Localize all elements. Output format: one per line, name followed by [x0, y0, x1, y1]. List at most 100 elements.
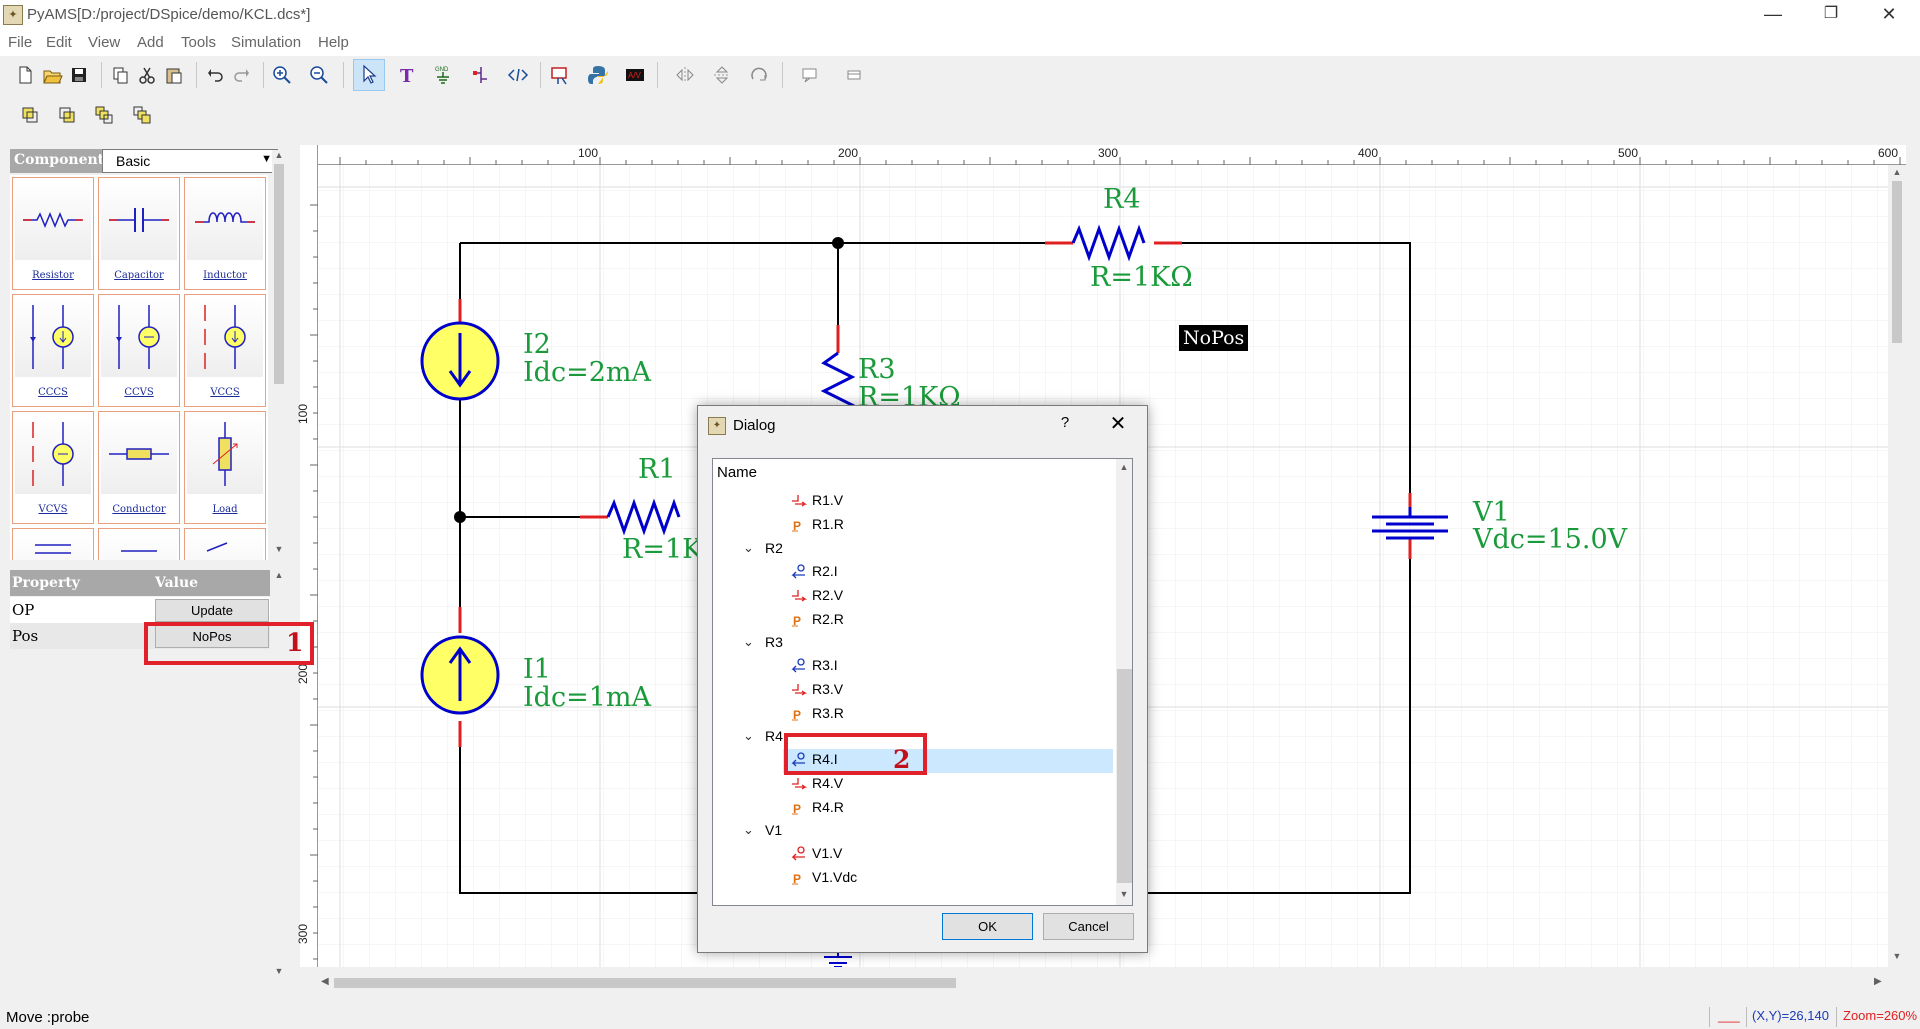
probe-nopos-label[interactable]: NoPos — [1179, 325, 1249, 351]
menu-add[interactable]: Add — [137, 34, 164, 51]
component-conductor[interactable]: Conductor — [98, 411, 180, 524]
menu-tools[interactable]: Tools — [181, 34, 217, 51]
redo-icon[interactable] — [228, 61, 256, 89]
scroll-thumb[interactable] — [334, 978, 956, 988]
select-pointer-icon[interactable] — [353, 59, 385, 91]
dialog-close-button[interactable]: ✕ — [1109, 413, 1127, 435]
menu-view[interactable]: View — [88, 34, 121, 51]
scroll-up-icon: ▲ — [1119, 462, 1129, 472]
r1-value-label: R=1K — [622, 534, 703, 565]
undo-icon[interactable] — [201, 61, 229, 89]
tree-item[interactable]: P R2.R — [713, 609, 1113, 633]
component-label: Load — [212, 504, 238, 515]
scroll-thumb[interactable] — [1117, 669, 1132, 883]
tree-scrollbar[interactable]: ▲ ▼ — [1116, 459, 1132, 905]
tree-item[interactable]: P R4.R — [713, 797, 1113, 821]
scroll-thumb[interactable] — [1892, 181, 1902, 343]
paste-icon[interactable] — [160, 61, 188, 89]
update-button[interactable]: Update — [155, 599, 269, 622]
property-scrollbar[interactable]: ▲ ▼ — [272, 570, 286, 980]
transformer-icon — [15, 531, 91, 560]
send-backward-icon[interactable] — [128, 101, 156, 129]
new-file-icon[interactable] — [11, 61, 39, 89]
tree-item[interactable]: V1.V — [713, 843, 1113, 867]
comment-icon[interactable] — [796, 61, 824, 89]
voltage-source-v1[interactable] — [1372, 493, 1448, 559]
scroll-down-icon: ▼ — [1119, 889, 1129, 899]
property-row-op: OP Update — [10, 597, 270, 623]
bring-forward-icon[interactable] — [90, 101, 118, 129]
tree-item[interactable]: R2.I — [713, 561, 1113, 585]
open-folder-icon[interactable] — [38, 61, 66, 89]
simulate-icon[interactable]: A/V — [621, 61, 649, 89]
tree-item[interactable]: R3.I — [713, 655, 1113, 679]
ok-button[interactable]: OK — [942, 913, 1033, 940]
flip-horizontal-icon[interactable] — [671, 61, 699, 89]
canvas-horizontal-scrollbar[interactable]: ◀ ▶ — [318, 975, 1888, 991]
tree-item[interactable]: P V1.Vdc — [713, 867, 1113, 891]
layout-icon[interactable] — [840, 61, 868, 89]
component-load[interactable]: Load — [184, 411, 266, 524]
component-inductor[interactable]: Inductor — [184, 177, 266, 290]
probe-icon[interactable] — [546, 61, 574, 89]
current-source-i2[interactable] — [420, 299, 500, 401]
component-cccs[interactable]: CCCS — [12, 294, 94, 407]
component-vcvs[interactable]: VCVS — [12, 411, 94, 524]
bring-front-icon[interactable] — [16, 101, 44, 129]
library-select[interactable]: Basic ▼ — [102, 149, 278, 173]
rotate-icon[interactable] — [745, 61, 773, 89]
component-label: Capacitor — [114, 270, 164, 281]
text-tool-icon[interactable]: T — [392, 61, 420, 89]
save-icon[interactable] — [65, 61, 93, 89]
scroll-thumb[interactable] — [274, 164, 284, 384]
zoom-in-icon[interactable] — [268, 61, 296, 89]
current-source-i1[interactable] — [420, 607, 500, 747]
tree-group-r3[interactable]: ⌄ R3 — [713, 632, 1113, 656]
component-vccs[interactable]: VCCS — [184, 294, 266, 407]
port-icon[interactable] — [467, 61, 495, 89]
toolbar-separator — [540, 62, 541, 88]
tree-item[interactable]: R2.V — [713, 585, 1113, 609]
component-more[interactable] — [98, 528, 180, 560]
tree-group-r4[interactable]: ⌄ R4 — [713, 726, 1113, 750]
tree-item[interactable]: P R1.R — [713, 514, 1113, 538]
python-icon[interactable] — [584, 61, 612, 89]
canvas-vertical-scrollbar[interactable]: ▲ ▼ — [1888, 165, 1906, 967]
zoom-out-icon[interactable] — [305, 61, 333, 89]
tree-header-name[interactable]: Name — [717, 464, 758, 481]
menu-edit[interactable]: Edit — [46, 34, 72, 51]
component-resistor[interactable]: Resistor — [12, 177, 94, 290]
component-ccvs[interactable]: CCVS — [98, 294, 180, 407]
chevron-down-icon: ⌄ — [743, 728, 754, 743]
main-toolbar: T GND A/V — [0, 56, 1920, 94]
tree-item[interactable]: P R3.R — [713, 703, 1113, 727]
minimize-button[interactable]: — — [1764, 4, 1782, 24]
component-more[interactable] — [12, 528, 94, 560]
component-capacitor[interactable]: Capacitor — [98, 177, 180, 290]
tree-item-selected[interactable]: R4.I — [783, 749, 1113, 773]
close-button[interactable]: ✕ — [1881, 4, 1897, 24]
menu-help[interactable]: Help — [318, 34, 349, 51]
flip-vertical-icon[interactable] — [708, 61, 736, 89]
menu-file[interactable]: File — [8, 34, 33, 51]
ground-icon[interactable]: GND — [429, 61, 457, 89]
tree-item[interactable]: R4.V — [713, 773, 1113, 797]
resistor-r1[interactable] — [580, 498, 681, 536]
menu-simulation[interactable]: Simulation — [231, 34, 302, 51]
help-button[interactable]: ? — [1060, 414, 1070, 431]
resistor-icon — [15, 180, 91, 260]
cancel-button[interactable]: Cancel — [1043, 913, 1134, 940]
components-scrollbar[interactable]: ▲ ▼ — [272, 150, 286, 558]
component-more[interactable] — [184, 528, 266, 560]
maximize-button[interactable]: ❐ — [1823, 5, 1839, 22]
tree-group-v1[interactable]: ⌄ V1 — [713, 820, 1113, 844]
tree-item[interactable]: R1.V — [713, 490, 1113, 514]
tree-group-r2[interactable]: ⌄ R2 — [713, 538, 1113, 562]
code-icon[interactable] — [504, 61, 532, 89]
tree-item[interactable]: R3.V — [713, 679, 1113, 703]
voltage-probe-icon — [792, 495, 807, 507]
send-back-icon[interactable] — [53, 101, 81, 129]
copy-icon[interactable] — [106, 61, 134, 89]
resistor-r4[interactable] — [1045, 224, 1182, 262]
cut-icon[interactable] — [133, 61, 161, 89]
